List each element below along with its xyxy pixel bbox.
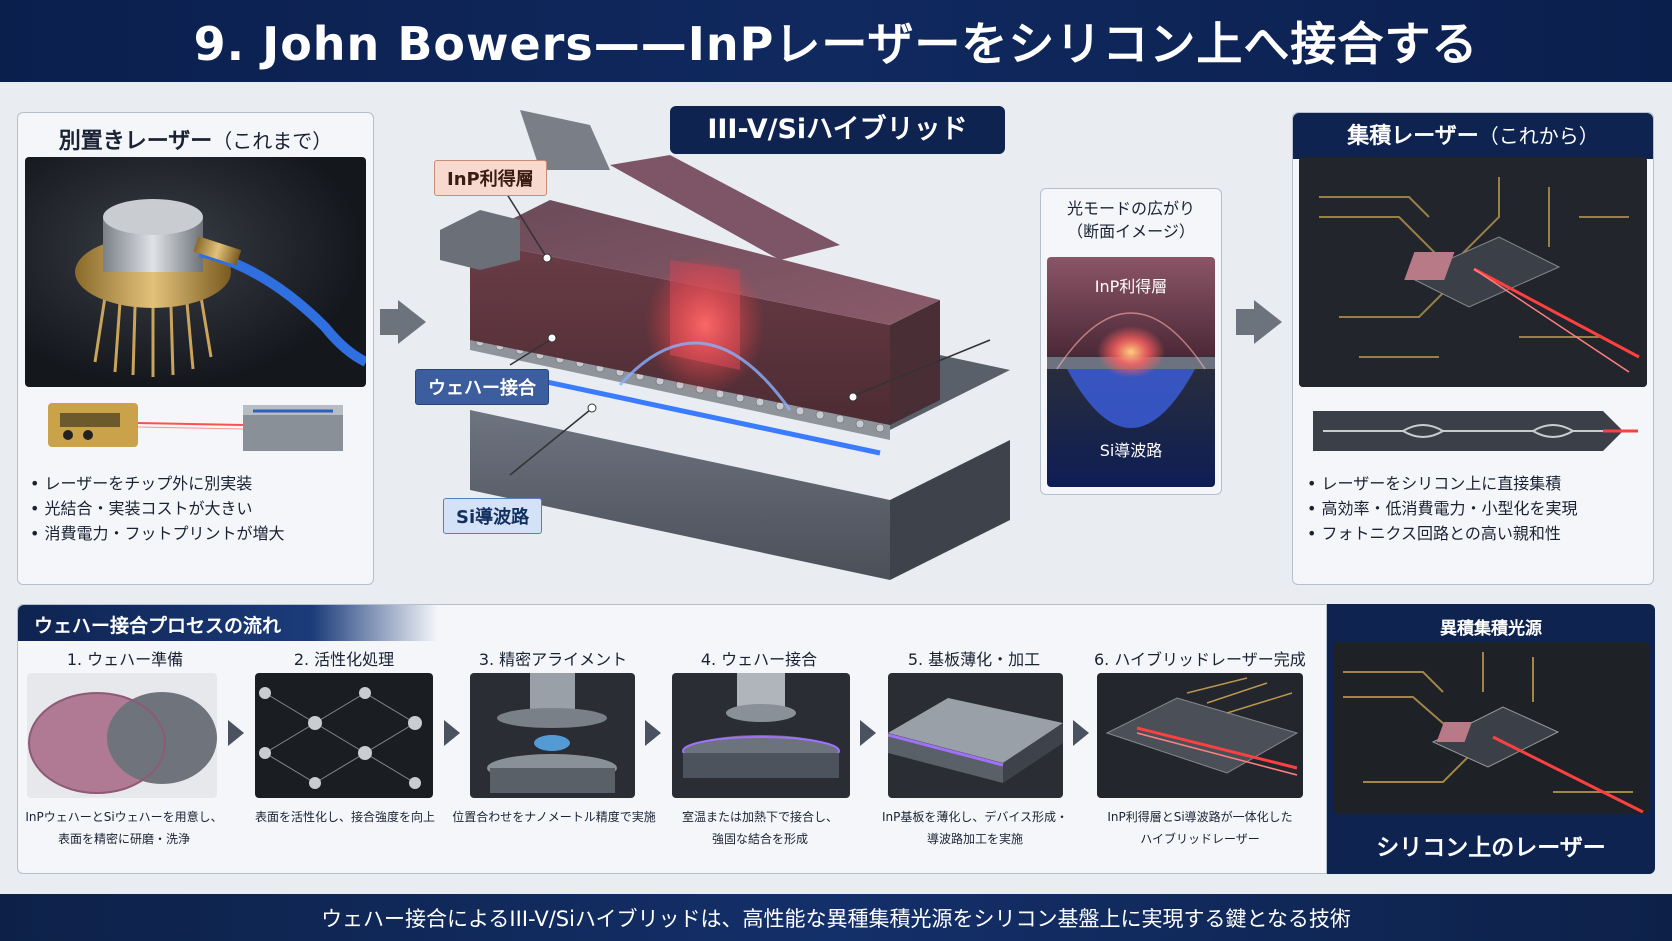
step-desc-line: ハイブリッドレーザー bbox=[1140, 832, 1260, 846]
step-desc: InP基板を薄化し、デバイス形成・ 導波路加工を実施 bbox=[872, 806, 1078, 850]
step-desc: InP利得層とSi導波路が一体化した ハイブリッドレーザー bbox=[1090, 806, 1310, 850]
arrow-right-icon bbox=[1254, 300, 1282, 344]
hetero-title: 異積集積光源 bbox=[1440, 619, 1542, 639]
inp-gain-label-text: InP利得層 bbox=[447, 169, 534, 190]
step6-hybrid-laser-image bbox=[1097, 673, 1303, 798]
inset-inp-label: InP利得層 bbox=[1094, 277, 1168, 296]
step-desc-line: 導波路加工を実施 bbox=[926, 832, 1023, 846]
step-arrow-icon bbox=[228, 720, 244, 746]
center-title: III-V/Siハイブリッド bbox=[670, 106, 1005, 154]
page-title-bar: 9. John Bowers——InPレーザーをシリコン上へ接合する bbox=[0, 0, 1672, 82]
step-desc-line: 位置合わせをナノメートル精度で実施 bbox=[452, 810, 656, 824]
hetero-laser-photo bbox=[1333, 642, 1649, 814]
inset-si-label: Si導波路 bbox=[1099, 441, 1163, 460]
hetero-caption: シリコン上のレーザー bbox=[1376, 835, 1606, 861]
right-panel: 集積レーザー（これから） レーザーをシリコン上に直接集積 高効率・低消費電力・小… bbox=[1292, 112, 1654, 585]
right-bullet: 高効率・低消費電力・小型化を実現 bbox=[1307, 496, 1647, 521]
laser-module-photo bbox=[25, 157, 366, 387]
right-bullet: フォトニクス回路との高い親和性 bbox=[1307, 521, 1647, 546]
si-waveguide-label: Si導波路 bbox=[443, 498, 543, 534]
laser-module-illustration bbox=[75, 199, 366, 377]
step-title: 6. ハイブリッドレーザー完成 bbox=[1094, 650, 1306, 669]
step-title: 5. 基板薄化・加工 bbox=[907, 650, 1041, 669]
left-panel-title: 別置きレーザー（これまで） bbox=[18, 123, 373, 155]
step-desc: 位置合わせをナノメートル精度で実施 bbox=[452, 806, 656, 828]
right-bullet: レーザーをシリコン上に直接集積 bbox=[1307, 471, 1647, 496]
step-arrow-icon bbox=[860, 720, 876, 746]
step-title: 3. 精密アライメント bbox=[478, 650, 628, 669]
left-bullet: レーザーをチップ外に別実装 bbox=[30, 471, 365, 496]
hetero-panel: 異積集積光源 シリコン上のレーザー bbox=[1327, 604, 1655, 874]
step-arrow-icon bbox=[645, 720, 661, 746]
step4-bonding-image bbox=[672, 673, 850, 798]
step-title: 4. ウェハー接合 bbox=[700, 650, 818, 669]
right-panel-title-text: 集積レーザー bbox=[1347, 124, 1479, 149]
step1-wafers-image bbox=[27, 673, 217, 798]
step-desc-line: InP基板を薄化し、デバイス形成・ bbox=[881, 810, 1069, 824]
step-arrow-icon bbox=[444, 720, 460, 746]
left-bullet: 消費電力・フットプリントが増大 bbox=[30, 521, 365, 546]
footer-bar: ウェハー接合によるIII-V/Siハイブリッドは、高性能な異種集積光源をシリコン… bbox=[0, 894, 1672, 941]
left-panel: 別置きレーザー（これまで） bbox=[17, 112, 374, 585]
step-desc-line: InP利得層とSi導波路が一体化した bbox=[1107, 810, 1293, 824]
integrated-laser-photo bbox=[1299, 157, 1647, 387]
arrow-right-icon bbox=[1236, 309, 1254, 335]
step-desc: InPウェハーとSiウェハーを用意し、 表面を精密に研磨・洗浄 bbox=[18, 806, 230, 850]
step-desc-line: 強固な結合を形成 bbox=[711, 832, 808, 846]
left-bullets: レーザーをチップ外に別実装 光結合・実装コストが大きい 消費電力・フットプリント… bbox=[30, 471, 365, 546]
arrow-right-icon bbox=[398, 300, 426, 344]
mode-profile-image: InP利得層 Si導波路 bbox=[1047, 257, 1215, 487]
wafer-bond-label: ウェハー接合 bbox=[415, 369, 549, 405]
arrow-right-icon bbox=[380, 309, 398, 335]
page-title: 9. John Bowers——InPレーザーをシリコン上へ接合する bbox=[193, 17, 1479, 71]
right-bullets: レーザーをシリコン上に直接集積 高効率・低消費電力・小型化を実現 フォトニクス回… bbox=[1307, 471, 1647, 546]
step-title: 1. ウェハー準備 bbox=[66, 650, 184, 669]
discrete-laser-coupling-illustration bbox=[28, 391, 368, 471]
hybrid-laser-3d-illustration bbox=[440, 110, 1010, 580]
step2-activation-image bbox=[255, 673, 433, 798]
right-panel-title: 集積レーザー（これから） bbox=[1293, 113, 1653, 159]
si-waveguide-label-text: Si導波路 bbox=[456, 507, 530, 528]
process-title: ウェハー接合プロセスの流れ bbox=[34, 615, 282, 637]
step3-alignment-image bbox=[470, 673, 635, 798]
step-desc-line: 室温または加熱下で接合し、 bbox=[681, 810, 838, 824]
footer-text: ウェハー接合によるIII-V/Siハイブリッドは、高性能な異種集積光源をシリコン… bbox=[321, 906, 1351, 931]
inset-title-line2: （断面イメージ） bbox=[1067, 222, 1195, 241]
wafer-bond-label-text: ウェハー接合 bbox=[428, 378, 536, 399]
integrated-waveguide-chip bbox=[1303, 401, 1643, 461]
step-desc-line: 表面を精密に研磨・洗浄 bbox=[57, 832, 190, 846]
step-title: 2. 活性化処理 bbox=[293, 650, 395, 669]
center-title-text: III-V/Siハイブリッド bbox=[707, 114, 968, 145]
step-desc: 室温または加熱下で接合し、 強固な結合を形成 bbox=[660, 806, 860, 850]
left-panel-title-text: 別置きレーザー bbox=[58, 129, 213, 154]
right-panel-title-suffix: （これから） bbox=[1478, 124, 1599, 148]
step-desc-line: 表面を活性化し、接合強度を向上 bbox=[254, 810, 435, 824]
inset-title: 光モードの広がり （断面イメージ） bbox=[1041, 197, 1221, 243]
inset-title-line1: 光モードの広がり bbox=[1066, 199, 1195, 218]
process-title-bar: ウェハー接合プロセスの流れ bbox=[18, 605, 438, 641]
left-bullet: 光結合・実装コストが大きい bbox=[30, 496, 365, 521]
step-arrow-icon bbox=[1073, 720, 1089, 746]
step5-thinning-image bbox=[888, 673, 1063, 798]
inp-gain-label: InP利得層 bbox=[434, 160, 547, 196]
mode-profile-inset: 光モードの広がり （断面イメージ） InP利得層 Si導波路 bbox=[1040, 188, 1222, 495]
left-panel-title-suffix: （これまで） bbox=[212, 129, 333, 153]
step-desc-line: InPウェハーとSiウェハーを用意し、 bbox=[25, 810, 223, 824]
step-desc: 表面を活性化し、接合強度を向上 bbox=[240, 806, 450, 828]
